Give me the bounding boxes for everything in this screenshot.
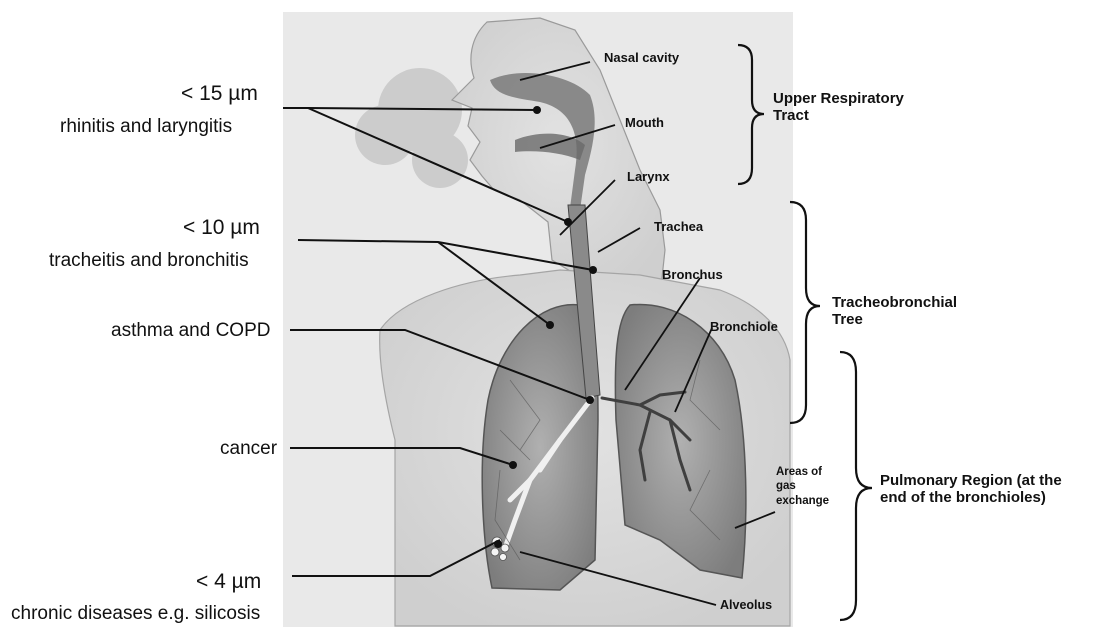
label-larynx: Larynx	[627, 170, 670, 185]
areas-line-2: gas	[776, 479, 829, 493]
label-areas-of-gas-exchange: Areas of gas exchange	[776, 465, 829, 508]
region-pulmonary: Pulmonary Region (at the end of the bron…	[880, 472, 1062, 507]
upper-line-1: Upper Respiratory	[773, 90, 904, 107]
areas-line-3: exchange	[776, 494, 829, 508]
label-mouth: Mouth	[625, 116, 664, 131]
areas-line-1: Areas of	[776, 465, 829, 479]
particle-size-4um: < 4 µm	[196, 570, 261, 594]
pulmonary-brace	[840, 352, 872, 620]
disease-label-tracheitis: tracheitis and bronchitis	[49, 250, 249, 272]
label-trachea: Trachea	[654, 220, 703, 235]
label-nasal-cavity: Nasal cavity	[604, 51, 679, 66]
pulmonary-line-2: end of the bronchioles)	[880, 489, 1062, 506]
disease-label-cancer: cancer	[220, 438, 277, 460]
label-bronchiole: Bronchiole	[710, 320, 778, 335]
particle-size-15um: < 15 µm	[181, 82, 258, 106]
upper-line-2: Tract	[773, 107, 904, 124]
region-tracheobronchial-tree: Tracheobronchial Tree	[832, 294, 957, 329]
region-upper-respiratory-tract: Upper Respiratory Tract	[773, 90, 904, 125]
tracheobronchial-brace	[790, 202, 820, 423]
tracheo-line-1: Tracheobronchial	[832, 294, 957, 311]
pulmonary-line-1: Pulmonary Region (at the	[880, 472, 1062, 489]
disease-label-silicosis: chronic diseases e.g. silicosis	[11, 603, 260, 625]
label-bronchus: Bronchus	[662, 268, 723, 283]
particle-size-10um: < 10 µm	[183, 216, 260, 240]
label-alveolus: Alveolus	[720, 598, 772, 614]
disease-label-rhinitis: rhinitis and laryngitis	[60, 116, 232, 138]
tracheo-line-2: Tree	[832, 311, 957, 328]
disease-label-asthma: asthma and COPD	[111, 320, 270, 342]
